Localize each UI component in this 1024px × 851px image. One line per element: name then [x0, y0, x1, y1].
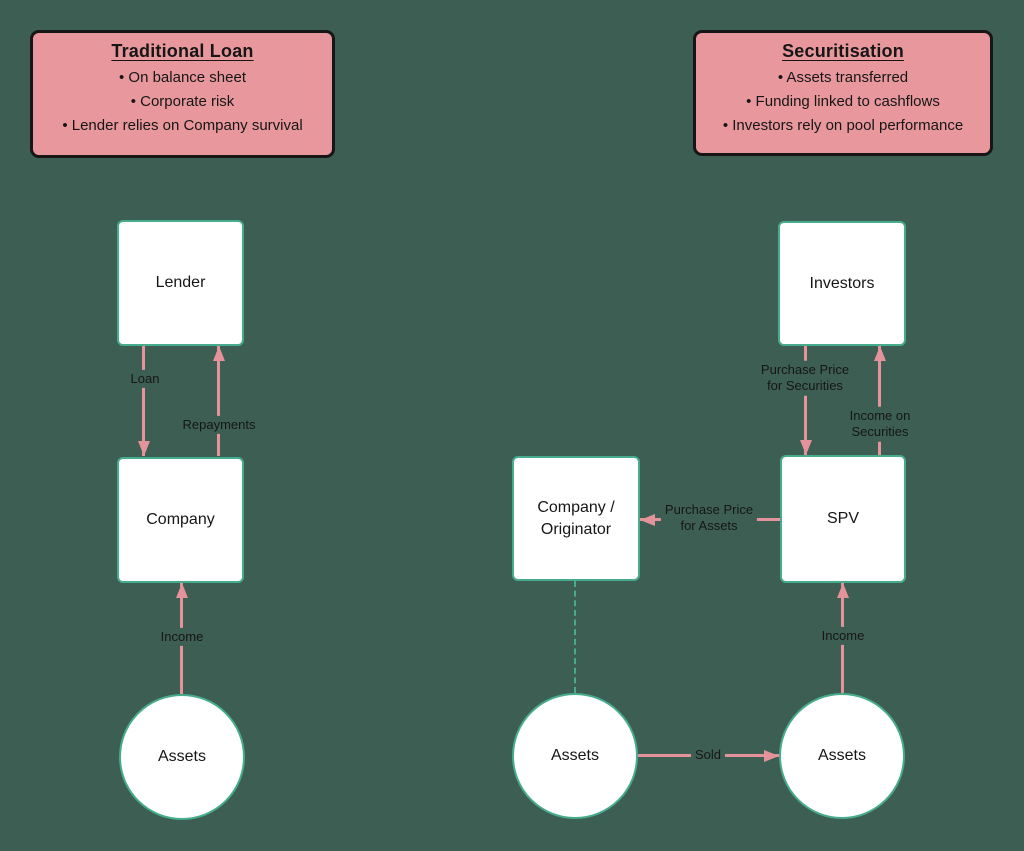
edge-repayments-arrow [212, 346, 225, 456]
edge-income-left-label: Income [156, 627, 208, 647]
node-investors: Investors [778, 221, 906, 346]
securitisation-info-box: Securitisation • Assets transferred • Fu… [693, 30, 993, 156]
edge-sold-label: Sold [690, 745, 726, 765]
edge-repayments-label: Repayments [178, 415, 260, 435]
edge-loan-label: Loan [126, 369, 164, 389]
edge-originator-assets-dashed-line [574, 581, 576, 693]
edge-purchase-price-assets-label: Purchase Price for Assets [660, 500, 758, 536]
node-spv-label: SPV [826, 510, 859, 528]
edge-purchase-price-securities-label: Purchase Price for Securities [756, 360, 854, 396]
node-spv: SPV [780, 455, 906, 583]
node-investors-label: Investors [809, 274, 875, 292]
securitisation-title: Securitisation [782, 41, 904, 61]
edge-income-on-securities-arrow [873, 346, 886, 455]
node-company-originator: Company / Originator [512, 456, 640, 581]
edge-purchase-price-securities-arrow [799, 346, 812, 455]
node-assets-left-label: Assets [157, 748, 206, 766]
traditional-loan-title: Traditional Loan [111, 41, 254, 61]
node-company-label: Company [146, 511, 215, 529]
node-assets-source: Assets [512, 693, 638, 819]
node-assets-source-label: Assets [550, 747, 599, 765]
node-assets-spv-label: Assets [817, 747, 866, 765]
traditional-loan-item: • Corporate risk [130, 93, 235, 110]
edge-loan-arrow [137, 346, 150, 456]
traditional-loan-item: • Lender relies on Company survival [62, 117, 303, 134]
edge-income-on-securities-label: Income on Securities [845, 406, 915, 442]
traditional-loan-item: • On balance sheet [118, 69, 246, 86]
node-company-originator-label: Company / Originator [537, 498, 615, 538]
securitisation-item: • Assets transferred [777, 69, 909, 86]
node-lender-label: Lender [155, 274, 206, 292]
node-assets-left: Assets [119, 694, 245, 820]
securitisation-item: • Investors rely on pool performance [722, 117, 964, 134]
edge-income-right-label: Income [817, 626, 869, 646]
node-lender: Lender [117, 220, 244, 346]
securitisation-item: • Funding linked to cashflows [746, 93, 940, 110]
node-assets-spv: Assets [779, 693, 905, 819]
node-company: Company [117, 457, 244, 583]
traditional-loan-info-box: Traditional Loan • On balance sheet • Co… [30, 30, 335, 158]
